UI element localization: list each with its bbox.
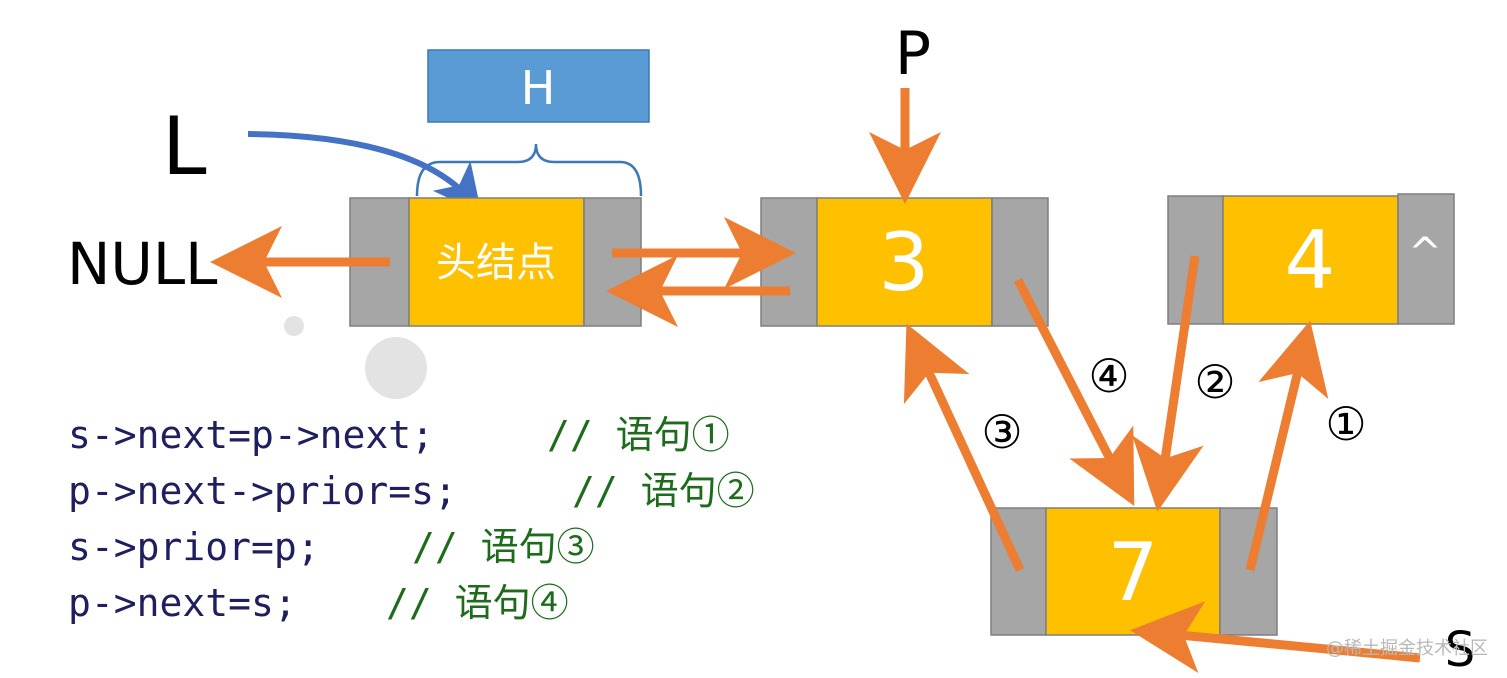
step-two-label: ②	[1194, 355, 1235, 409]
code-block: s->next=p->next; // 语句① p->next->prior=s…	[68, 413, 755, 625]
watermark-text: @稀土掘金技术社区	[1326, 638, 1488, 659]
p-node-prior-field	[760, 197, 818, 327]
code-stmt-4: p->next=s;	[68, 581, 297, 625]
p-node: 3	[760, 197, 1049, 327]
code-comment-2: // 语句②	[572, 469, 755, 513]
decor-dot-large	[365, 337, 427, 399]
head-bracket-box	[427, 49, 650, 123]
next-node: 4 ^	[1167, 193, 1455, 325]
head-node-next-field	[583, 197, 642, 327]
step-four-arrow	[1013, 277, 1135, 507]
s-node-value: 7	[1108, 526, 1159, 619]
s-node: 7	[990, 507, 1278, 636]
next-node-value: 4	[1285, 214, 1336, 307]
p-node-data-field	[816, 197, 993, 327]
s-pointer-label: S	[1445, 622, 1475, 678]
p-node-value: 3	[879, 216, 930, 309]
code-line-3: s->prior=p; // 语句③	[68, 525, 595, 569]
code-stmt-3: s->prior=p;	[68, 525, 320, 569]
next-node-data-field	[1222, 195, 1399, 325]
step-one-label: ①	[1325, 397, 1366, 451]
code-comment-1: // 语句①	[547, 413, 730, 457]
head-node-data-field	[408, 197, 585, 327]
p-node-next-field	[991, 197, 1049, 327]
head-pointer-label: L	[162, 100, 207, 193]
step-three-label: ③	[981, 405, 1022, 459]
head-pointer-arrow	[247, 131, 482, 214]
code-line-4: p->next=s; // 语句④	[68, 581, 569, 625]
code-line-2: p->next->prior=s; // 语句②	[68, 469, 755, 513]
code-stmt-2: p->next->prior=s;	[68, 469, 457, 513]
next-node-next-field	[1397, 193, 1455, 325]
decor-dot-small	[284, 316, 304, 336]
s-pointer-arrow	[1130, 601, 1421, 673]
next-node-null-mark: ^	[1408, 230, 1442, 276]
code-comment-4: // 语句④	[386, 581, 569, 625]
step-one-arrow	[1245, 320, 1329, 572]
step-two-arrow	[1132, 255, 1204, 512]
head-bracket-label: H	[521, 61, 556, 115]
step-three-arrow	[903, 323, 1025, 572]
code-stmt-1: s->next=p->next;	[68, 413, 434, 457]
p-pointer-label: P	[895, 19, 931, 89]
code-line-1: s->next=p->next; // 语句①	[68, 413, 730, 457]
head-node: 头结点	[349, 197, 642, 327]
head-node-label: 头结点	[436, 240, 556, 286]
null-label: NULL	[67, 230, 217, 298]
head-bracket-brace	[415, 143, 643, 197]
step-four-label: ④	[1088, 349, 1129, 403]
s-node-next-field	[1219, 507, 1278, 636]
code-comment-3: // 语句③	[412, 525, 595, 569]
